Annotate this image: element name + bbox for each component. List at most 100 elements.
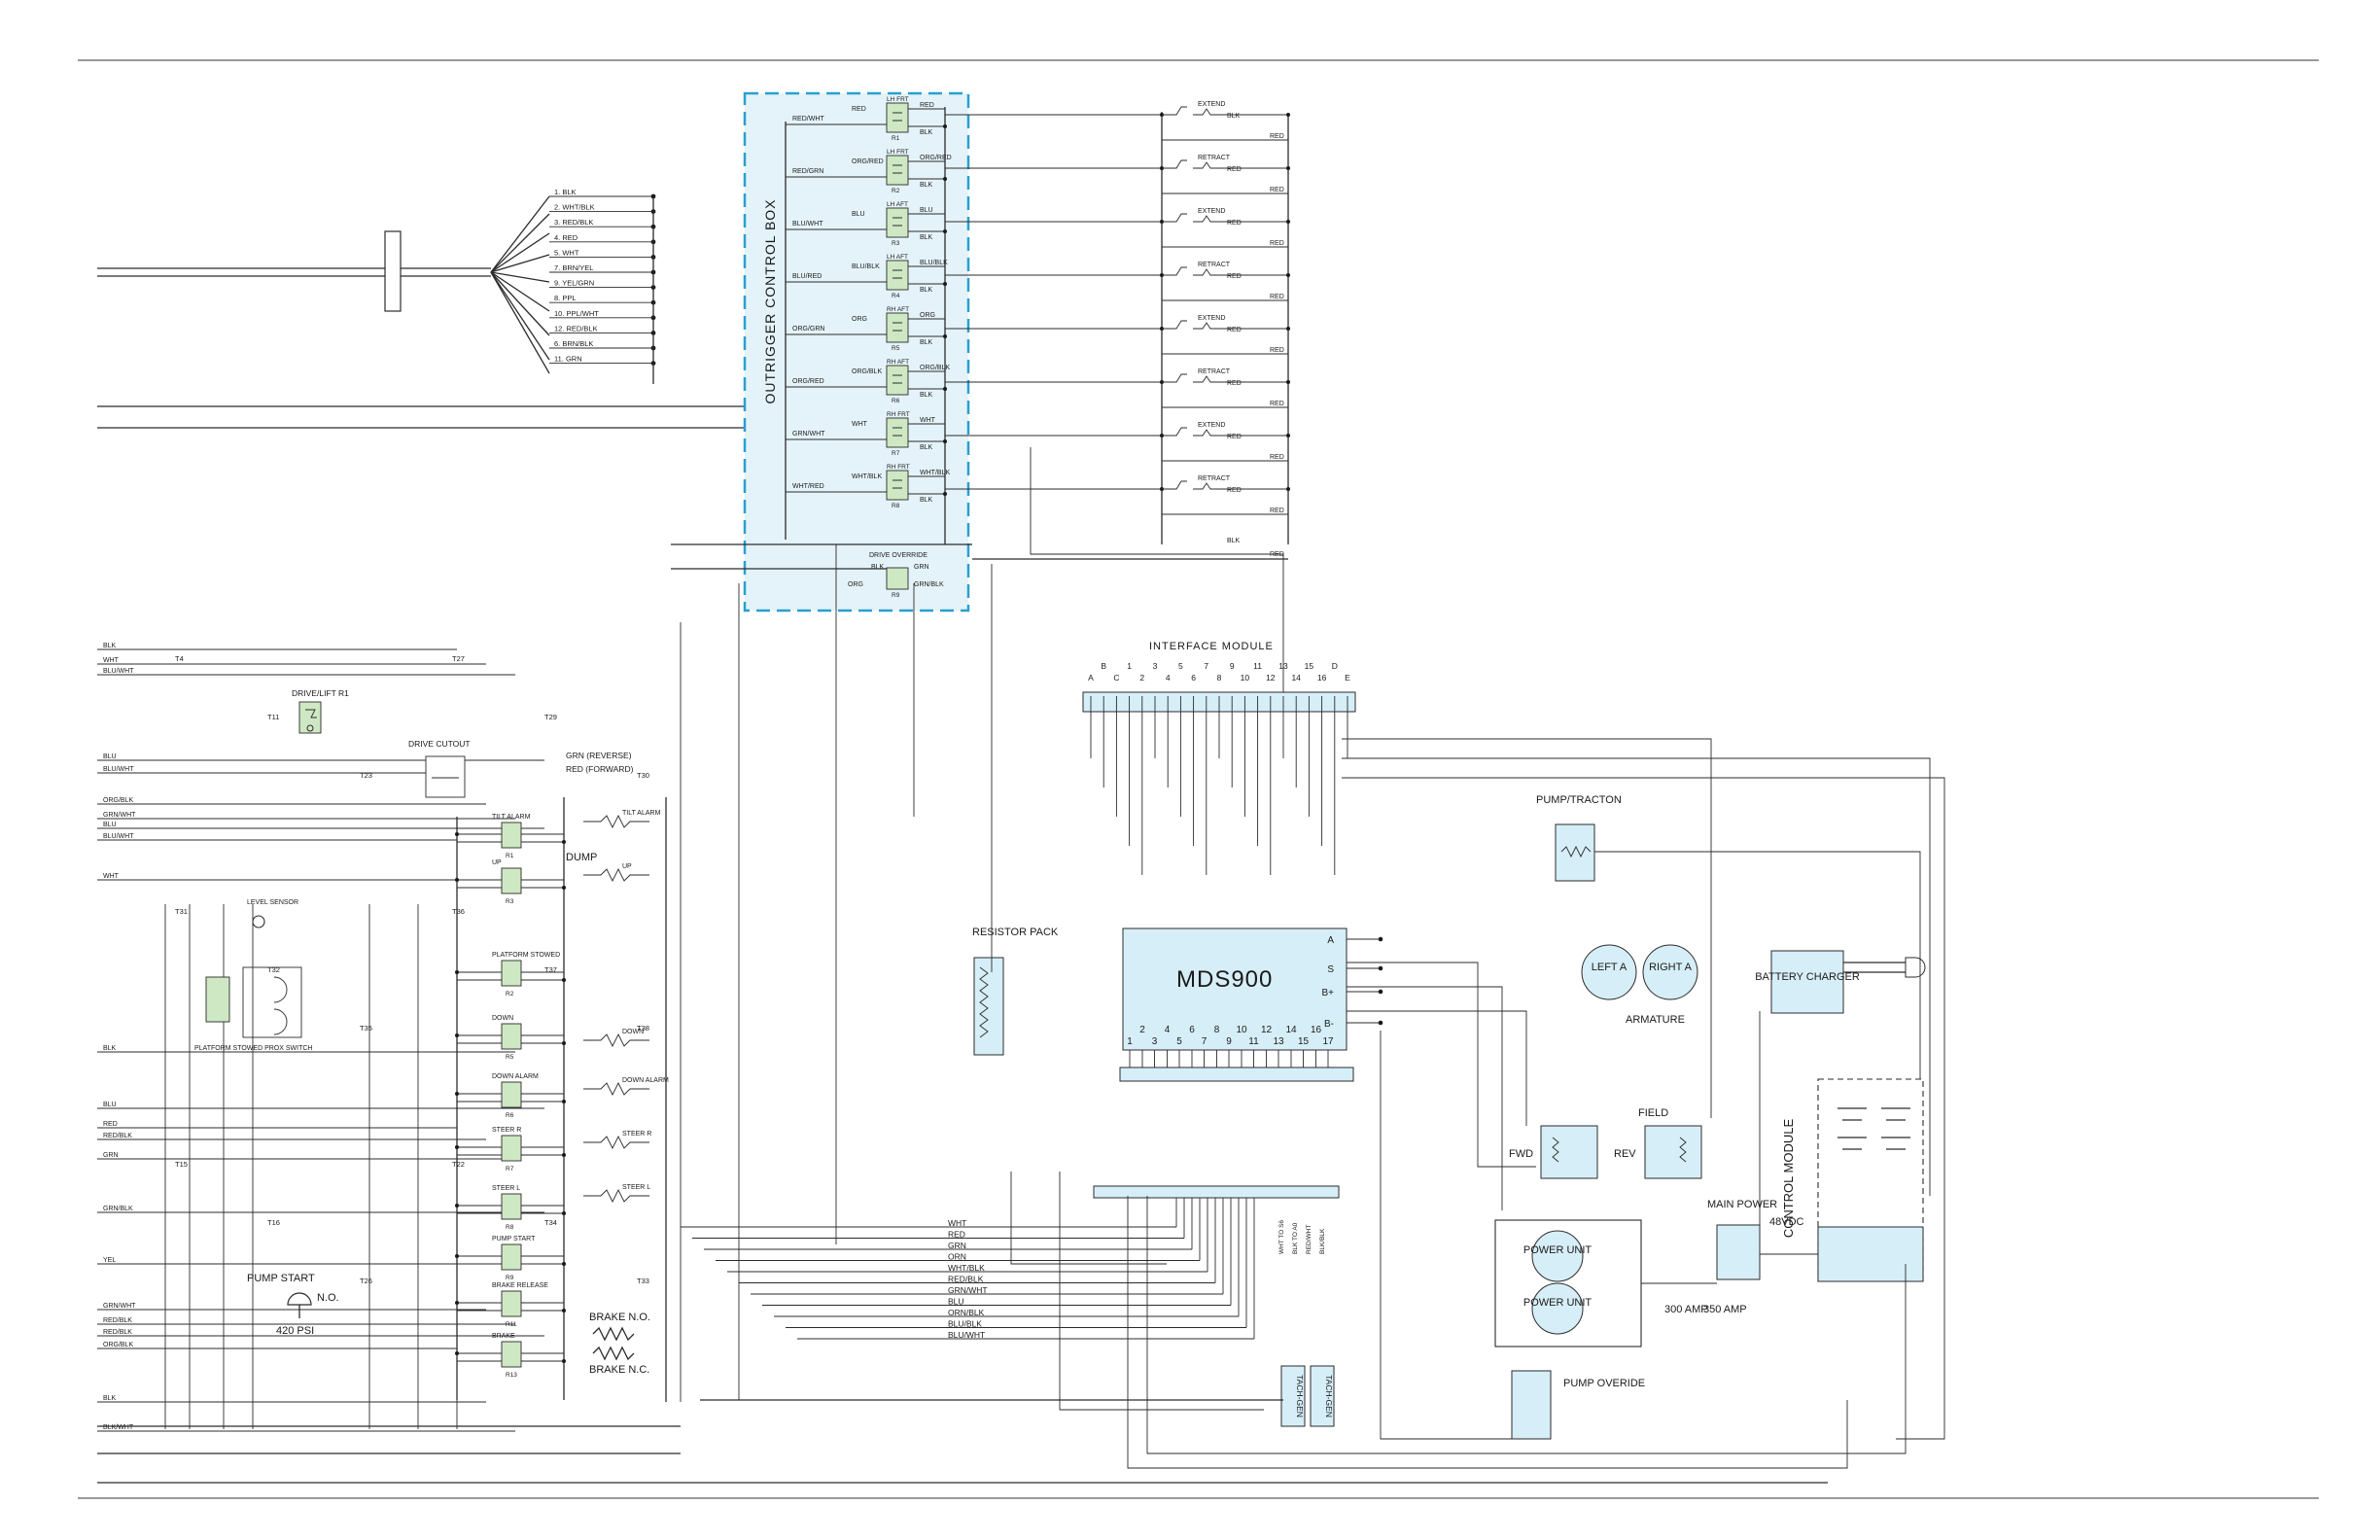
outrigger-control-box — [743, 91, 970, 612]
main-power-label: MAIN POWER — [1707, 1199, 1777, 1210]
override-wire-d: GRN/BLK — [914, 581, 944, 588]
ladder-relay — [501, 1135, 522, 1162]
harness-wire-label: 12. RED/BLK — [554, 324, 598, 332]
controller-pin: 1 — [1127, 1036, 1133, 1047]
controller-pin: 12 — [1261, 1025, 1273, 1035]
interface-pin: C — [1113, 673, 1119, 682]
grn-reverse-label: GRN (REVERSE) — [566, 751, 632, 760]
ladder-relay-id: R9 — [506, 1275, 514, 1281]
rev-label: REV — [1614, 1148, 1636, 1160]
tach-gen-2-label: TACH-GEN — [1324, 1375, 1334, 1418]
switch-return-wire: RED — [1270, 294, 1284, 300]
outrigger-out-top: ORG — [920, 312, 935, 319]
outrigger-out-bot: BLK — [920, 234, 933, 241]
vertical-wire-label: WHT TO S6 — [1278, 1220, 1285, 1254]
interface-pin: B — [1101, 661, 1106, 671]
ladder-load-label: STEER L — [622, 1184, 650, 1191]
left-wire-label: BLU — [103, 1102, 117, 1108]
drive-override-label: DRIVE OVERRIDE — [869, 552, 928, 559]
ladder-load-label: DOWN — [622, 1029, 644, 1035]
outrigger-relay — [886, 102, 909, 133]
level-sensor: LEVEL SENSOR — [247, 899, 298, 928]
harness-connector — [97, 195, 550, 374]
harness-wire-label: 4. RED — [554, 233, 578, 242]
terminal-label: T23 — [360, 771, 372, 780]
switch-return-wire: RED — [1270, 401, 1284, 407]
controller-terminal: B+ — [1321, 988, 1334, 998]
controller-pin: 15 — [1298, 1036, 1310, 1047]
outrigger-wire-top: WHT — [852, 421, 868, 428]
outrigger-relay — [886, 155, 909, 186]
tach-gen-1-label: TACH-GEN — [1295, 1375, 1305, 1418]
armature-motors: LEFT A RIGHT A ARMATURE FIELD — [1581, 944, 1698, 1119]
amp350-label: 350 AMP — [1703, 1304, 1747, 1315]
red-forward-label: RED (FORWARD) — [566, 764, 634, 774]
outrigger-input-wire: ORG/RED — [792, 378, 824, 385]
fwd-label: FWD — [1509, 1148, 1533, 1160]
dump-label: DUMP — [566, 852, 597, 863]
interface-pin: 6 — [1191, 673, 1196, 682]
ladder-relay-name: STEER L — [492, 1185, 520, 1192]
interface-pin: 4 — [1166, 673, 1171, 682]
vertical-wire-label: BLK TO A0 — [1292, 1222, 1299, 1254]
drive-lift-relay: DRIVE/LIFT R1 — [292, 688, 349, 734]
controller-pin: 8 — [1214, 1025, 1220, 1035]
harness-wire-label: 8. PPL — [554, 294, 577, 302]
left-wire-label: YEL — [103, 1257, 116, 1264]
interface-pin: 1 — [1127, 661, 1132, 671]
ladder-relay-id: R3 — [506, 898, 514, 905]
controller-pin: 14 — [1285, 1025, 1297, 1035]
override-wire-a: BLK — [871, 564, 885, 571]
harness-wire-label: 9. YEL/GRN — [554, 279, 594, 288]
harness-wire-label: 5. WHT — [554, 248, 579, 257]
switch-wire: RED — [1227, 380, 1242, 387]
ladder-relay-name: PUMP START — [492, 1236, 536, 1242]
outrigger-input-wire: GRN/WHT — [792, 431, 825, 438]
ladder-relay-name: BRAKE — [492, 1333, 515, 1340]
outrigger-relay-id: R2 — [892, 188, 900, 194]
outrigger-relay — [886, 470, 909, 501]
controller-pin: 13 — [1273, 1036, 1284, 1047]
ladder-relay — [501, 1243, 522, 1271]
left-a-label: LEFT A — [1592, 962, 1628, 973]
ladder-load-label: UP — [622, 863, 632, 870]
bottom-red-wire: RED — [1270, 551, 1284, 558]
ladder-relay — [501, 1341, 522, 1368]
pump-traction-label: PUMP/TRACTON — [1536, 794, 1622, 806]
left-wire-label: BLU — [103, 753, 117, 760]
outrigger-out-bot: BLK — [920, 392, 933, 399]
outrigger-relay-name: LH AFT — [887, 254, 908, 261]
switch-wire: RED — [1227, 434, 1242, 440]
outrigger-wire-top: ORG/RED — [852, 158, 884, 165]
interface-pin: 12 — [1266, 673, 1276, 682]
armature-label: ARMATURE — [1626, 1014, 1685, 1026]
controller-pin: 11 — [1248, 1036, 1259, 1047]
ladder-relay-id: R2 — [506, 991, 514, 998]
outrigger-relay — [886, 417, 909, 448]
outrigger-relay-id: R7 — [892, 450, 900, 457]
bus-wire-label: WHT — [948, 1218, 966, 1228]
switch-label: EXTEND — [1198, 101, 1225, 108]
switch-label: RETRACT — [1198, 368, 1231, 375]
controller-terminal: B- — [1324, 1019, 1334, 1030]
brake-assembly: BRAKE N.O. BRAKE N.C. — [589, 1312, 650, 1376]
left-wire-label: BLK — [103, 643, 117, 649]
terminal-label: T37 — [544, 965, 557, 974]
ladder-relay-id: R1 — [506, 853, 514, 859]
controller-pin: 9 — [1226, 1036, 1232, 1047]
left-wire-bundle: BLKWHTBLU/WHTBLUBLU/WHTORG/BLKGRN/WHTBLU… — [97, 643, 544, 1432]
outrigger-relay-name: LH AFT — [887, 201, 908, 208]
switch-wire: RED — [1227, 273, 1242, 280]
ladder-relay — [501, 822, 522, 849]
outrigger-relay-name: LH FRT — [887, 149, 909, 156]
outrigger-input-wire: RED/WHT — [792, 116, 824, 122]
override-wire-c: ORG — [848, 581, 863, 588]
interface-pin: 5 — [1178, 661, 1183, 671]
switch-label: EXTEND — [1198, 208, 1225, 215]
battery-charger-label: BATTERY CHARGER — [1755, 971, 1860, 983]
switch-label: RETRACT — [1198, 155, 1231, 161]
ladder-relay — [501, 1193, 522, 1220]
